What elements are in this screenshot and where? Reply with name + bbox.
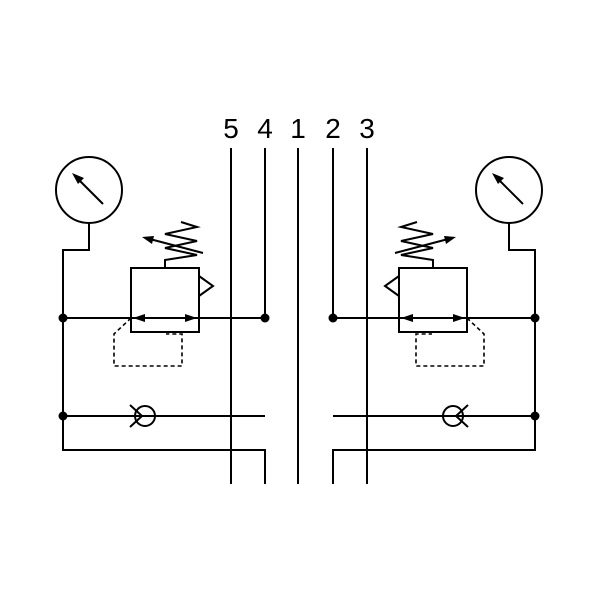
gauge-pipe-right xyxy=(332,223,536,484)
junction-left-1 xyxy=(58,313,68,323)
adjust-arrowhead-right xyxy=(444,236,456,244)
junction-right-2 xyxy=(328,313,338,323)
gauge-needle-head-right xyxy=(492,173,504,184)
regulator-spring-right xyxy=(397,221,434,268)
relief-triangle-right xyxy=(383,275,400,297)
adjust-arrow-left xyxy=(145,237,204,254)
check-valve-ball-right xyxy=(442,405,464,427)
pilot-line-left xyxy=(113,317,183,367)
check-valve-seat-left xyxy=(129,404,144,428)
relief-triangle-left xyxy=(198,275,215,297)
port-label-3: 3 xyxy=(359,113,375,144)
left-assembly xyxy=(55,156,270,484)
regulator-arrowhead-left-b xyxy=(185,314,197,322)
regulator-arrowhead-right-a xyxy=(453,314,465,322)
regulator-body-right xyxy=(398,267,468,333)
port-label-4: 4 xyxy=(257,113,273,144)
adjust-arrowhead-left xyxy=(142,236,154,244)
port-label-2: 2 xyxy=(325,113,341,144)
port-label-5: 5 xyxy=(223,113,239,144)
check-valve-ball-left xyxy=(134,405,156,427)
gauge-needle-head-left xyxy=(72,173,84,184)
junction-left-3 xyxy=(58,411,68,421)
check-valve-seat-right xyxy=(454,404,469,428)
regulator-spring-left xyxy=(164,221,201,268)
right-assembly xyxy=(328,156,543,484)
regulator-arrowhead-left-a xyxy=(133,314,145,322)
adjust-arrow-right xyxy=(394,237,453,254)
junction-left-2 xyxy=(260,313,270,323)
junction-right-1 xyxy=(530,313,540,323)
gauge-pipe-left xyxy=(62,223,266,484)
junction-right-3 xyxy=(530,411,540,421)
port-label-1: 1 xyxy=(290,113,306,144)
port-lines xyxy=(230,148,368,484)
regulator-body-left xyxy=(130,267,200,333)
pilot-line-right xyxy=(415,317,485,367)
regulator-arrowhead-right-b xyxy=(401,314,413,322)
port-labels: 5 4 1 2 3 xyxy=(223,113,375,144)
